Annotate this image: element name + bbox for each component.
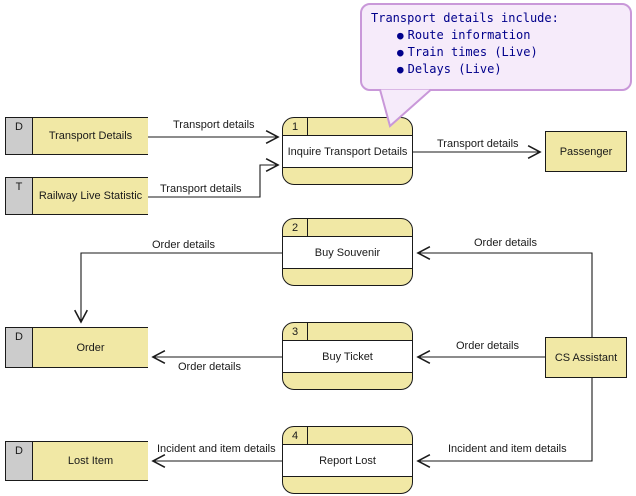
data-store-type-tab: D — [6, 118, 33, 154]
process-buy-ticket[interactable]: 3 Buy Ticket — [282, 322, 413, 390]
process-number: 2 — [283, 219, 308, 236]
data-store-railway-live-statistic[interactable]: T Railway Live Statistic — [5, 177, 148, 215]
flow-label: Order details — [178, 361, 241, 373]
flow-label: Transport details — [173, 119, 255, 131]
data-store-order[interactable]: D Order — [5, 327, 148, 368]
process-name: Buy Souvenir — [283, 236, 412, 269]
flow-line-buy-souvenir-to-order — [81, 252, 282, 322]
bullet-icon: ● — [397, 29, 404, 42]
flow-line-cs-assistant-to-buy-souvenir — [418, 253, 593, 337]
flow-label: Incident and item details — [157, 443, 276, 455]
callout-bullet-item: ●Route information — [397, 28, 531, 42]
callout-note[interactable]: Transport details include: ●Route inform… — [360, 3, 632, 91]
process-name: Buy Ticket — [283, 340, 412, 373]
flow-label: Transport details — [437, 138, 519, 150]
callout-bullet-item: ●Delays (Live) — [397, 62, 502, 76]
callout-bullet-item: ●Train times (Live) — [397, 45, 538, 59]
flow-label: Order details — [456, 340, 519, 352]
data-store-transport-details[interactable]: D Transport Details — [5, 117, 148, 155]
flow-label: Order details — [474, 237, 537, 249]
data-store-type-tab: D — [6, 328, 33, 367]
entity-name: Passenger — [559, 145, 613, 158]
entity-passenger[interactable]: Passenger — [545, 131, 627, 172]
data-store-lost-item[interactable]: D Lost Item — [5, 441, 148, 481]
data-store-name: Railway Live Statistic — [38, 190, 143, 202]
flow-line-cs-assistant-to-report-lost — [418, 378, 593, 461]
process-number: 3 — [283, 323, 308, 340]
flow-label: Transport details — [160, 183, 242, 195]
data-store-name: Lost Item — [67, 455, 114, 467]
data-store-name: Transport Details — [48, 130, 133, 142]
process-report-lost[interactable]: 4 Report Lost — [282, 426, 413, 494]
entity-name: CS Assistant — [554, 351, 618, 364]
process-buy-souvenir[interactable]: 2 Buy Souvenir — [282, 218, 413, 286]
process-number: 1 — [283, 118, 308, 135]
flow-label: Incident and item details — [448, 443, 567, 455]
process-name: Report Lost — [283, 444, 412, 477]
process-number: 4 — [283, 427, 308, 444]
data-store-type-tab: D — [6, 442, 33, 480]
bullet-icon: ● — [397, 46, 404, 59]
process-inquire-transport-details[interactable]: 1 Inquire Transport Details — [282, 117, 413, 185]
data-store-type-tab: T — [6, 178, 33, 214]
entity-cs-assistant[interactable]: CS Assistant — [545, 337, 627, 378]
process-name: Inquire Transport Details — [283, 135, 412, 168]
flow-label: Order details — [152, 239, 215, 251]
data-store-name: Order — [76, 341, 105, 354]
callout-title: Transport details include: — [371, 11, 559, 25]
flow-line-railway-live-to-p1 — [148, 165, 278, 198]
bullet-icon: ● — [397, 63, 404, 76]
